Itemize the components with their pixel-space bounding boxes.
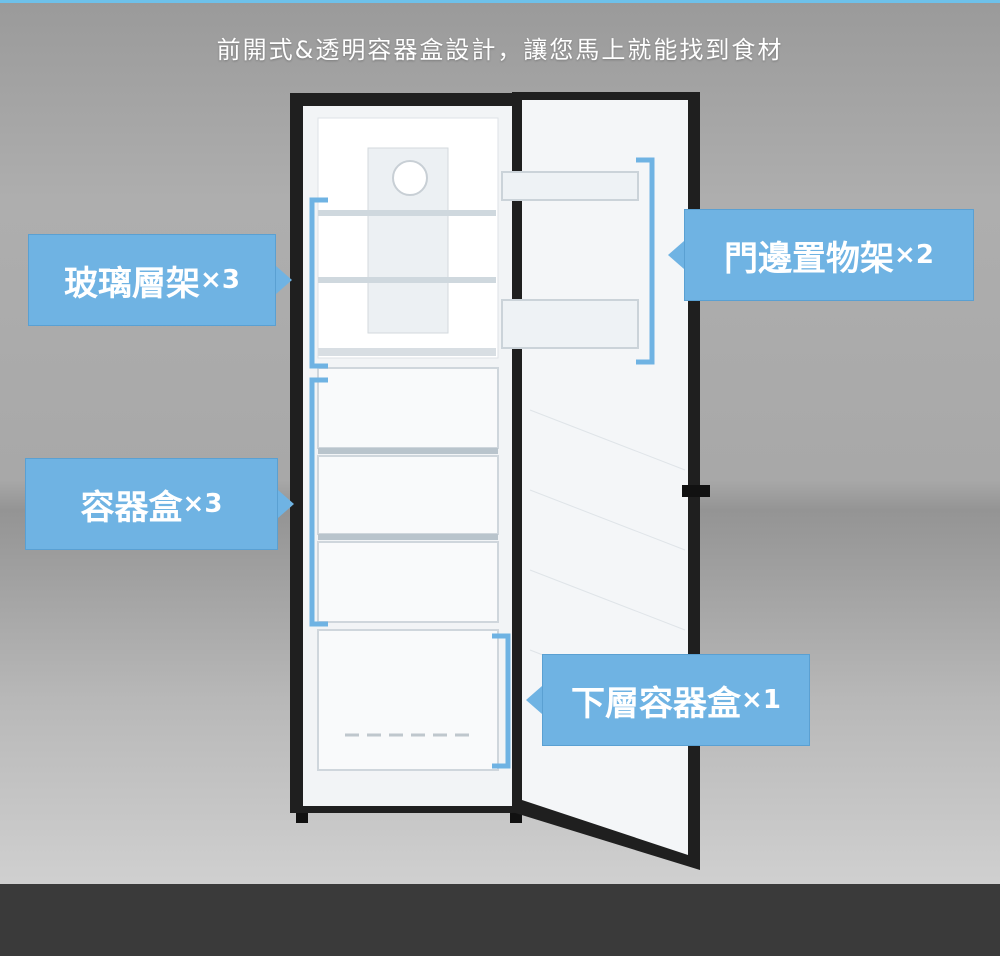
callout-door-shelf-pointer [668, 241, 684, 269]
callout-container-box-pointer [278, 490, 294, 518]
fridge-foot [510, 813, 522, 823]
callout-bottom-box-mult: ×1 [741, 685, 781, 715]
floor-strip [0, 884, 1000, 956]
callout-glass-shelf: 玻璃層架×3 [28, 234, 276, 326]
container-lid [318, 448, 498, 454]
container-boxes [317, 367, 499, 623]
bottom-container [317, 629, 499, 771]
callout-door-shelf: 門邊置物架×2 [684, 209, 974, 301]
top-accent-line [0, 0, 1000, 3]
fan-circle [392, 160, 428, 196]
callout-container-box-label: 容器盒 [80, 487, 183, 528]
callout-glass-shelf-mult: ×3 [200, 265, 240, 295]
callout-container-box: 容器盒×3 [25, 458, 278, 550]
glass-shelf [318, 348, 496, 356]
glass-shelf [318, 210, 496, 216]
door-shelf [501, 171, 639, 201]
bracket-door-shelf [636, 157, 655, 365]
glass-shelves [318, 210, 496, 356]
door-shelf [501, 299, 639, 349]
container-box [317, 367, 499, 449]
container-lid [318, 534, 498, 540]
callout-bottom-box-pointer [526, 686, 542, 714]
glass-shelf [318, 277, 496, 283]
bracket-glass-shelf [309, 197, 328, 369]
headline: 前開式&透明容器盒設計，讓您馬上就能找到食材 [216, 36, 784, 64]
brackets [309, 157, 655, 769]
bracket-bottom-box [492, 633, 511, 769]
callout-bottom-box: 下層容器盒×1 [542, 654, 810, 746]
callout-bottom-box-label: 下層容器盒 [571, 683, 742, 724]
door-shelves [501, 171, 639, 349]
callout-glass-shelf-pointer [276, 266, 292, 294]
callout-door-shelf-mult: ×2 [894, 240, 934, 270]
container-box [317, 541, 499, 623]
callout-glass-shelf-label: 玻璃層架 [64, 263, 201, 304]
door-handle [682, 485, 710, 497]
callout-container-box-mult: ×3 [182, 489, 223, 519]
bracket-container-box [309, 377, 328, 627]
fridge-foot [296, 813, 308, 823]
callout-door-shelf-label: 門邊置物架 [724, 238, 895, 279]
container-box [317, 455, 499, 535]
